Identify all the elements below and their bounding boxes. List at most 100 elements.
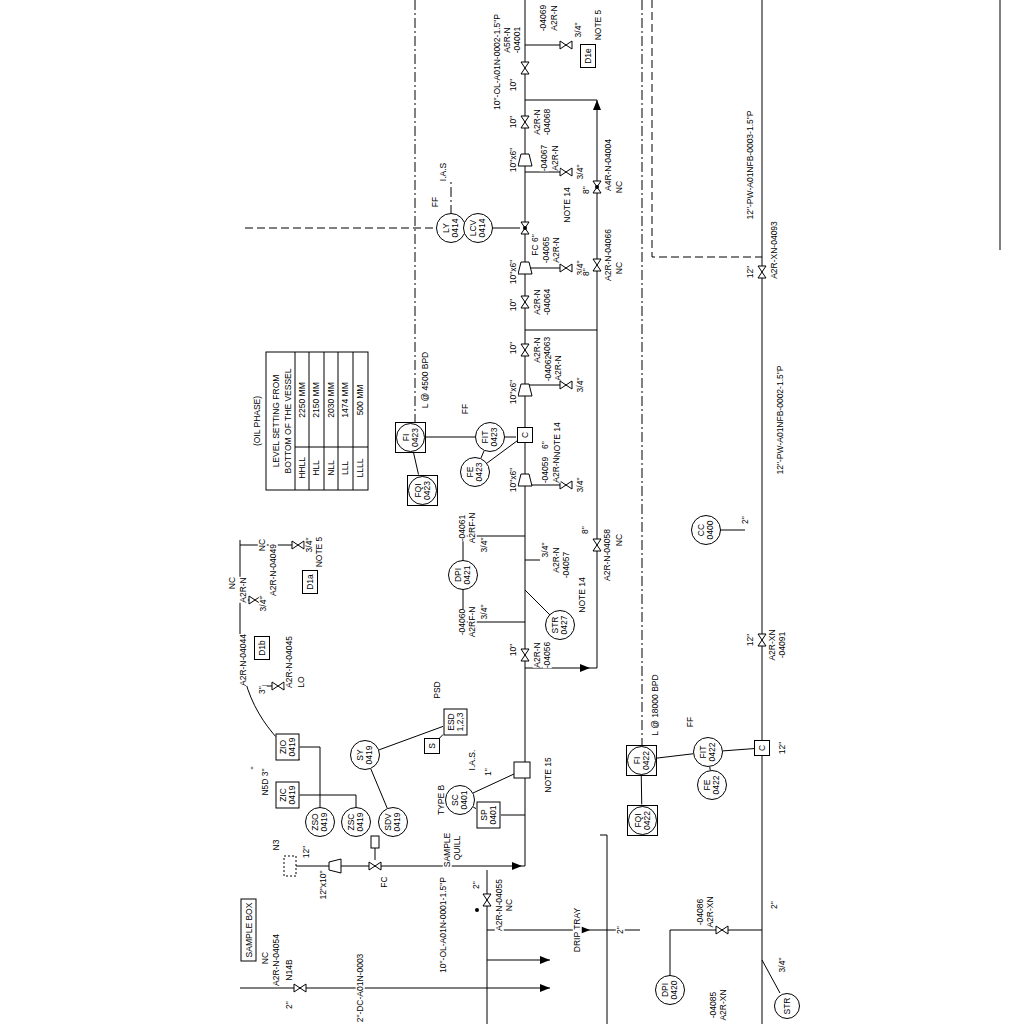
pipe-fitting — [284, 856, 296, 876]
instrument-tag: 0423 — [475, 463, 484, 482]
drawing-label: 1474 MM — [341, 382, 350, 417]
drawing-label: NC — [615, 181, 624, 193]
drawing-label: -04068 — [543, 109, 552, 135]
flow-arrow — [593, 100, 601, 110]
drawing-label: 12" — [746, 634, 755, 646]
drawing-label: LEVEL SETTING FROM — [272, 375, 281, 468]
shared-display-box: FQI0422 — [627, 805, 658, 836]
drawing-label: A2R-XN — [719, 989, 728, 1020]
instrument-tag: D1b — [258, 640, 267, 656]
drawing-label: 10" — [509, 79, 518, 91]
instrument-tag: 0419 — [287, 786, 296, 805]
drawing-label: 12" — [778, 742, 787, 754]
drawing-label: A2R-N — [533, 337, 542, 363]
instrument-tag: 0423 — [422, 481, 431, 500]
drawing-label: L @ 18000 BPD — [651, 674, 660, 735]
drawing-label: A2R-XN-04093 — [770, 221, 779, 279]
instrument-bubble: DPI0420 — [655, 975, 685, 1005]
drawing-label: (OIL PHASE) — [253, 396, 262, 446]
drawing-label: -04060 — [458, 609, 467, 635]
instrument-bubble: FIT0422 — [693, 737, 723, 767]
drawing-label: -04064 — [543, 289, 552, 315]
drawing-label: HHLL — [298, 457, 307, 479]
instrument-tag: 0420 — [670, 981, 679, 1000]
instrument-tag: 0419 — [320, 813, 329, 832]
drawing-label: 10" — [509, 116, 518, 128]
drawing-label: HLL — [312, 460, 321, 476]
instrument-tag: FQI — [413, 483, 422, 497]
drawing-label: 1" — [484, 768, 493, 776]
drawing-label: 500 MM — [356, 385, 365, 416]
pipe-line — [525, 330, 597, 668]
drawing-label: A2R-N — [533, 642, 542, 668]
pipe-line — [1000, 0, 1001, 250]
signal-connector — [440, 735, 443, 738]
drawing-label: LLL — [341, 461, 350, 475]
instrument-tag: 0419 — [365, 746, 374, 765]
pipe-line — [762, 0, 763, 1024]
pipe-line — [375, 848, 376, 860]
instrument-tag: SP — [479, 809, 488, 820]
valve-symbol — [593, 259, 601, 271]
signal-connector — [414, 453, 419, 475]
drawing-label: NOTE 15 — [544, 757, 553, 792]
flow-arrow — [512, 862, 522, 870]
instrument-box: SP0401 — [476, 802, 500, 829]
drawing-label: 10" — [509, 644, 518, 656]
drawing-label: 8" — [582, 268, 591, 276]
drawing-label: NC — [261, 952, 270, 964]
pipe-fitting — [514, 762, 530, 778]
pipe-line — [525, 560, 540, 561]
drawing-label: 3/4" — [574, 23, 583, 38]
instrument-tag: 0423 — [490, 428, 499, 447]
shared-display-box: FQI0423 — [407, 475, 438, 506]
drawing-label: A2R-N-04049 — [269, 544, 278, 596]
instrument-tag: SY — [356, 749, 365, 760]
drawing-label: -04069 — [539, 5, 548, 31]
instrument-tag: 0400 — [706, 521, 715, 540]
instrument-box: SAMPLE BOX — [240, 899, 256, 962]
instrument-tag: 0414 — [451, 219, 460, 238]
instrument-bubble: CC0400 — [691, 515, 721, 545]
shared-display-box: FI0422 — [626, 745, 657, 776]
instrument-box: D1e — [580, 44, 596, 68]
drawing-label: FC — [380, 876, 389, 887]
valve-symbol — [523, 226, 527, 230]
drawing-label: A2R-N — [551, 145, 560, 171]
instrument-box: C — [754, 740, 770, 756]
valve-symbol — [560, 481, 572, 489]
drawing-label: 10"x6" — [509, 468, 518, 492]
drawing-label: A2R-N — [552, 237, 561, 263]
valve-symbol — [521, 116, 529, 128]
valve-symbol — [521, 62, 529, 74]
drawing-label: 3" — [258, 686, 267, 694]
pipe-fitting — [518, 154, 532, 166]
drawing-label: NC — [615, 534, 624, 546]
instrument-tag: FIT — [481, 431, 490, 444]
pipe-line — [525, 100, 597, 330]
drawing-label: NC — [258, 539, 267, 551]
valve-symbol — [560, 168, 572, 176]
drawing-label: 3/4" — [480, 605, 489, 620]
instrument-tag: ESD — [446, 713, 455, 730]
pipe-fitting — [518, 474, 532, 486]
drawing-label: I.A.S. — [468, 750, 477, 771]
air-supply-line — [415, 0, 642, 746]
instrument-tag: FI — [401, 433, 410, 441]
drawing-label: 2150 MM — [312, 382, 321, 417]
instrument-bubble: ZSC0419 — [341, 807, 371, 837]
instrument-bubble: DPI0421 — [448, 560, 478, 590]
drawing-label: NOTE 14 — [563, 187, 572, 222]
pipe-line — [240, 988, 550, 989]
instrument-bubble: FE0423 — [460, 457, 490, 487]
drawing-label: N3 — [272, 840, 281, 851]
instrument-tag: 0419 — [287, 738, 296, 757]
drawing-label: -04061 — [458, 515, 467, 541]
signal-line — [652, 0, 762, 257]
instrument-box: C — [517, 427, 533, 443]
drawing-label: 3/4" — [305, 538, 314, 553]
instrument-tag: DPI — [454, 568, 463, 582]
drawing-label: 10"-OL-A01N-0002-1.5"P — [493, 14, 502, 110]
instrument-tag: 0419 — [356, 813, 365, 832]
pipe-fitting — [518, 262, 532, 274]
